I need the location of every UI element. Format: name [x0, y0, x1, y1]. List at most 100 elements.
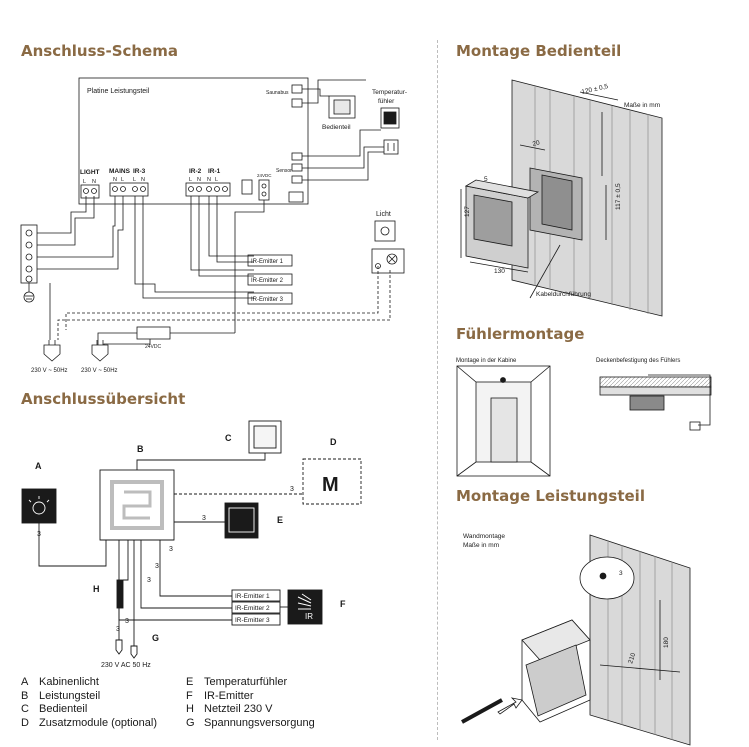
ir-icon-text: IR: [305, 612, 313, 621]
label-e: E: [277, 515, 283, 525]
connection-overview: [21, 420, 362, 659]
heading-montage-leistungsteil: Montage Leistungsteil: [456, 487, 645, 505]
dc-port: [288, 191, 304, 203]
label-a: A: [35, 461, 42, 471]
psu-24vdc: [136, 326, 171, 340]
cable-count-h: 3: [116, 626, 120, 633]
dim-120: 120 ± 0,5: [581, 83, 609, 96]
ir-emitter-2-box: [247, 273, 293, 286]
ir2-label: IR-2: [189, 168, 202, 175]
ir3-label: IR-3: [133, 168, 146, 175]
mounting-control-panel: [460, 79, 663, 317]
overview-ir-emitter-3: IR-Emitter 3: [235, 617, 270, 624]
column-divider: [437, 40, 438, 740]
saunabus-label: Saunabus: [266, 90, 289, 96]
dim-3: 3: [619, 570, 623, 577]
sensor-ceiling-label: Deckenbefestigung des Fühlers: [596, 358, 680, 364]
heading-anschluss-schema: Anschluss-Schema: [21, 42, 178, 60]
terminal-light: [80, 184, 100, 199]
ir1-l: L: [215, 177, 218, 183]
temperature-label-line2: fühler: [378, 98, 395, 105]
sensor-port-2: [291, 163, 303, 172]
bedienteil-label: Bedienteil: [322, 124, 351, 131]
label-h: H: [93, 584, 100, 594]
ir1-label: IR-1: [208, 168, 221, 175]
cable-count-ir3: 3: [147, 577, 151, 584]
saunabus-port-1: [291, 84, 303, 94]
ir1-n: N: [207, 177, 211, 183]
cabin-light-box: [21, 488, 57, 524]
psu-label: 24VDC: [145, 344, 162, 350]
label-c: C: [225, 433, 232, 443]
mains-left-label: 230 V ~ 50Hz: [31, 368, 68, 374]
ir2-l: L: [189, 177, 192, 183]
sensor-mounting: [456, 365, 712, 477]
dc-label: 24VDC: [257, 173, 272, 178]
cable-count-ir2: 3: [155, 563, 159, 570]
power-masse-label: Maße in mm: [463, 542, 499, 549]
wiring-schema: [20, 77, 405, 362]
schema-ir-emitter-2: IR-Emitter 2: [251, 278, 284, 284]
wall-mount-label: Wandmontage: [463, 533, 505, 540]
licht-label: Licht: [376, 211, 391, 218]
mains-right-label: 230 V ~ 50Hz: [81, 368, 118, 374]
mains-l: L: [121, 177, 124, 183]
sensor-cabin-label: Montage in der Kabine: [456, 358, 517, 364]
ir-emitter-3-box: [247, 292, 293, 305]
saunabus-port-2: [291, 98, 303, 108]
ir3-n: N: [141, 177, 145, 183]
schema-ir-emitter-1: IR-Emitter 1: [251, 259, 284, 265]
sensor-port-3: [291, 175, 303, 184]
optional-module-box: [302, 458, 362, 505]
mains-n: N: [113, 177, 117, 183]
terminal-extra: [241, 179, 253, 195]
terminal-ir2-ir1: [185, 182, 231, 197]
label-b: B: [137, 444, 144, 454]
dim-130: 130: [494, 268, 505, 275]
light-n: N: [92, 179, 96, 185]
ir-rays-icon: [297, 593, 312, 610]
bedienteil-masse: Maße in mm: [624, 102, 660, 109]
supply-label: 230 V AC 50 Hz: [101, 662, 151, 669]
terminal-24vdc: [258, 179, 270, 201]
light-label: LIGHT: [80, 169, 100, 176]
dim-180: 180: [663, 637, 670, 648]
sensor-label: Sensor: [276, 168, 292, 174]
psu-bar: [116, 579, 124, 609]
label-f: F: [340, 599, 346, 609]
label-d: D: [330, 437, 337, 447]
cable-count-a: 3: [37, 531, 41, 538]
dim-210: 210: [627, 652, 637, 665]
mounting-power-unit: [461, 534, 691, 746]
temperature-label-line1: Temperatur-: [372, 89, 407, 96]
heading-montage-bedienteil: Montage Bedienteil: [456, 42, 622, 60]
cable-count-e: 3: [202, 515, 206, 522]
ir3-l: L: [133, 177, 136, 183]
schema-ir-emitter-3: IR-Emitter 3: [251, 297, 284, 303]
dim-20: 20: [532, 139, 541, 148]
cable-count-ir1: 3: [169, 546, 173, 553]
light-l: L: [83, 179, 86, 185]
board-title: Platine Leistungsteil: [87, 88, 150, 95]
mains-label: MAINS: [109, 168, 131, 175]
cable-count-g: 3: [125, 618, 129, 625]
dim-127: 127: [464, 206, 471, 217]
ir-emitter-1-box: [247, 254, 293, 267]
ir2-n: N: [197, 177, 201, 183]
sensor-port-1: [291, 152, 303, 161]
heading-fuehlermontage: Fühlermontage: [456, 325, 585, 343]
overview-ir-emitter-1: IR-Emitter 1: [235, 593, 270, 600]
power-board: [78, 77, 309, 205]
dim-5: 5: [484, 176, 488, 183]
